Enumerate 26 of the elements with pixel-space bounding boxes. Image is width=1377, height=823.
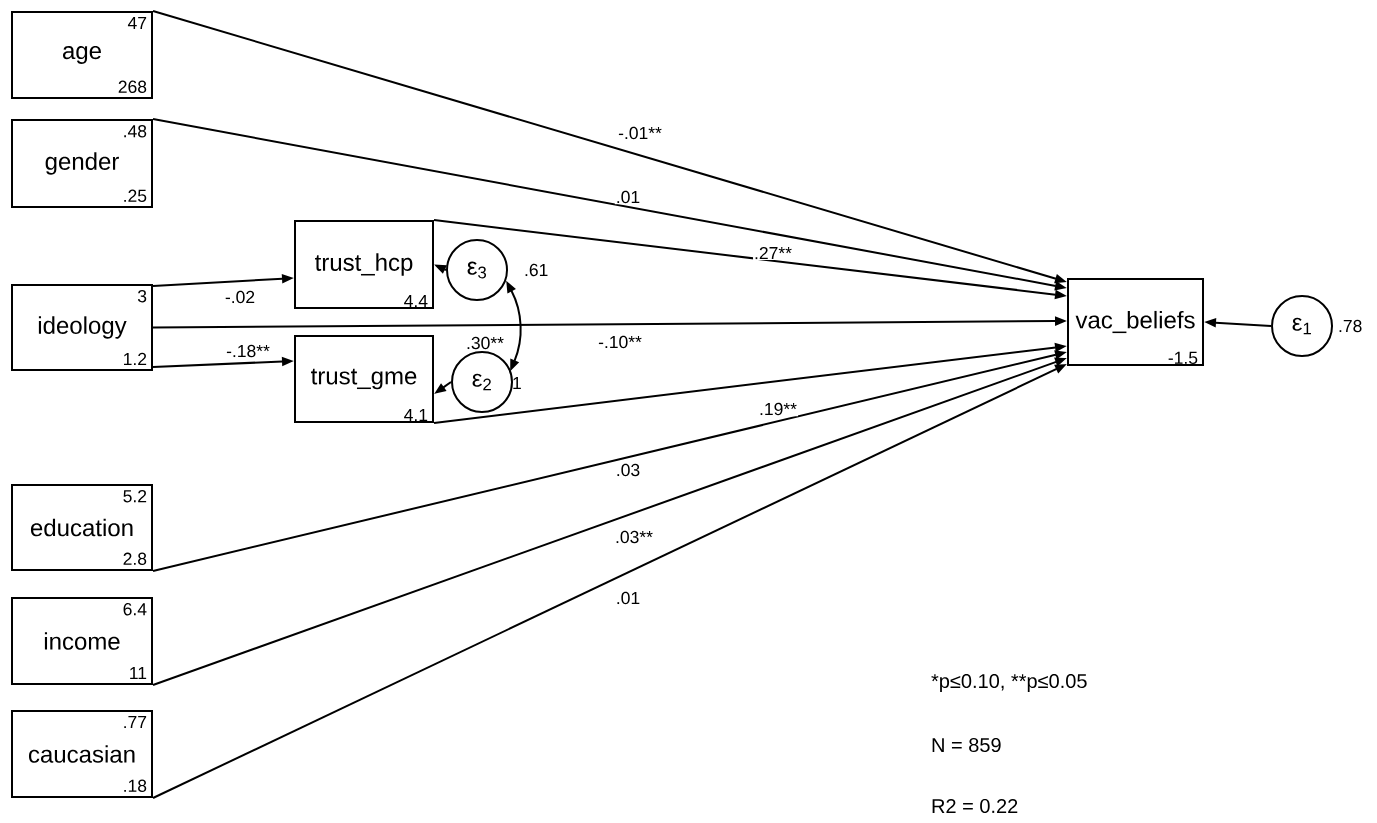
note-text: R2 = 0.22	[932, 798, 1018, 814]
edge-label: -.10**	[597, 334, 643, 350]
edge-label: .03**	[614, 529, 654, 545]
variable-box: income 6.4 11	[11, 597, 153, 685]
variable-box: trust_hcp 4.4	[294, 220, 434, 309]
edge-label: .30**	[465, 335, 505, 351]
variable-box: caucasian .77 .18	[11, 710, 153, 798]
edge-label: .01	[614, 590, 642, 606]
variable-box: age 47 268	[11, 11, 153, 99]
variable-box: gender .48 .25	[11, 119, 153, 208]
edge-label: -.02	[223, 289, 257, 305]
edge-label: .19**	[758, 401, 798, 417]
variable-box: vac_beliefs -1.5	[1067, 278, 1204, 366]
variance-label: .61	[525, 263, 548, 277]
variable-box: ideology 3 1.2	[11, 284, 153, 371]
variance-label: .78	[1339, 319, 1362, 333]
edge-label: .03	[614, 462, 642, 478]
edge-label: .01	[614, 189, 642, 205]
edge-label: .27**	[753, 245, 793, 261]
variable-box: trust_gme 4.1	[294, 335, 434, 423]
note-text: *p≤0.10, **p≤0.05	[931, 673, 1087, 693]
note-text: N = 859	[932, 737, 1001, 753]
edge-label: -.18**	[225, 343, 271, 359]
variable-box: education 5.2 2.8	[11, 484, 153, 571]
variance-label: 1	[513, 377, 521, 390]
edge-label: -.01**	[617, 125, 663, 141]
